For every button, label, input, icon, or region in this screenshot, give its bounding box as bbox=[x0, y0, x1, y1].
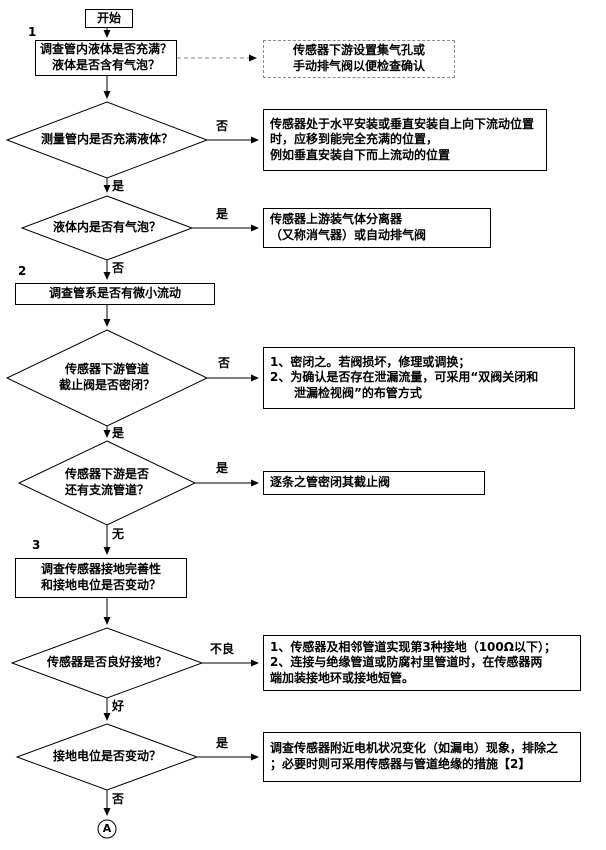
info-grounding-fix: 1、传感器及相邻管道实现第3种接地（100Ω以下）； 2、连接与绝缘管道或防腐衬… bbox=[263, 635, 581, 691]
branch-label-yes-4: 是 bbox=[216, 461, 229, 475]
process-check-liquid-full: 调查管内液体是否充满？ 液体是否含有气泡？ bbox=[35, 40, 177, 76]
branch-label-none-4: 无 bbox=[112, 527, 125, 541]
info-install-position: 传感器处于水平安装或垂直安装自上向下流动位置 时，应移到能完全充满的位置， 例如… bbox=[263, 109, 547, 171]
branch-label-no-3: 否 bbox=[218, 356, 231, 370]
decision-4-diamond bbox=[17, 440, 197, 526]
section-number-3: 3 bbox=[32, 538, 41, 552]
decision-good-ground: 传感器是否良好接地？ bbox=[46, 655, 167, 670]
section-number-2: 2 bbox=[18, 264, 27, 278]
decision-3-diamond bbox=[5, 329, 209, 427]
terminal-a-label: A bbox=[102, 821, 112, 835]
branch-label-bad-5: 不良 bbox=[210, 642, 235, 656]
decision-2-diamond bbox=[20, 195, 194, 261]
branch-label-yes-2: 是 bbox=[216, 207, 229, 221]
decision-tube-full: 测量管内是否充满液体？ bbox=[40, 132, 173, 147]
edges bbox=[103, 28, 259, 816]
note-air-vent: 传感器下游设置集气孔或 手动排气阀以便检查确认 bbox=[263, 40, 455, 78]
branch-label-good-5: 好 bbox=[112, 699, 125, 713]
decision-1-diamond bbox=[5, 101, 209, 179]
terminal-a-circle bbox=[97, 819, 117, 839]
branch-label-no-1: 否 bbox=[216, 119, 229, 133]
branch-label-yes-6: 是 bbox=[216, 736, 229, 750]
branch-label-yes-1: 是 bbox=[112, 179, 125, 193]
process-check-micro-flow: 调查管系是否有微小流动 bbox=[15, 283, 215, 305]
decision-5-diamond bbox=[10, 627, 204, 699]
info-seal-valve: 1、密闭之。若阀损坏，修理或调换； 2、为确认是否存在泄漏流量，可采用“双阀关闭… bbox=[263, 347, 575, 409]
decision-branch-pipes: 传感器下游是否 还有支流管道？ bbox=[64, 467, 149, 497]
branch-label-no-6: 否 bbox=[112, 792, 125, 806]
start-node: 开始 bbox=[85, 9, 133, 28]
branch-label-yes-3: 是 bbox=[112, 426, 125, 440]
decision-6-diamond bbox=[15, 723, 199, 791]
process-check-grounding: 调查传感器接地完善性 和接地电位是否变动？ bbox=[15, 558, 187, 598]
section-number-1: 1 bbox=[28, 25, 37, 39]
info-gas-separator: 传感器上游装气体分离器 （又称消气器）或自动排气阀 bbox=[263, 208, 491, 248]
branch-label-no-2: 否 bbox=[112, 261, 125, 275]
decision-ground-potential: 接地电位是否变动？ bbox=[52, 749, 161, 764]
decision-bubbles: 液体内是否有气泡？ bbox=[52, 220, 161, 235]
decision-valve-sealed: 传感器下游管道 截止阀是否密闭？ bbox=[58, 362, 155, 392]
node-shapes bbox=[5, 101, 209, 839]
info-close-branch-valves: 逐条之管密闭其截止阀 bbox=[263, 471, 485, 495]
info-leakage-check: 调查传感器附近电机状况变化（如漏电）现象，排除之 ；必要时则可采用传感器与管道绝… bbox=[263, 732, 581, 782]
